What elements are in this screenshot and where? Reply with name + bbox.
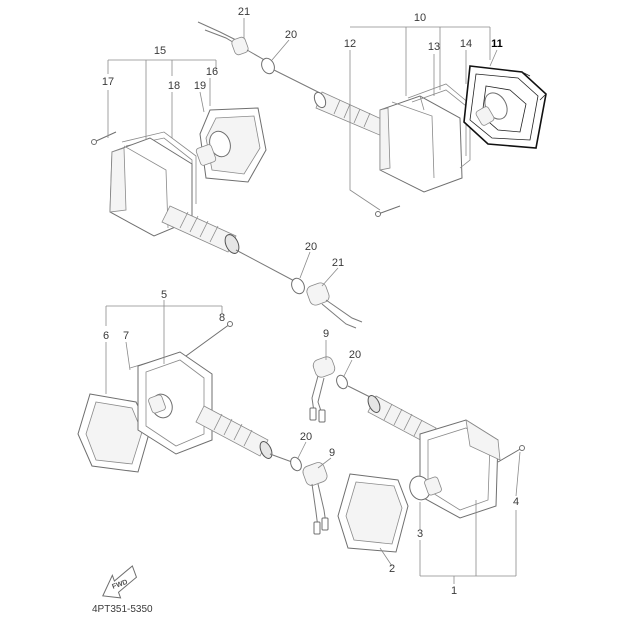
stem-bottom-left [195,405,273,459]
label-10: 10 [414,12,426,24]
bulb-bottom-left [148,393,173,419]
bulb-bottom-right [409,475,442,501]
housing-bottom-left [137,351,213,455]
label-21-left: 21 [332,257,344,269]
label-5: 5 [161,289,167,301]
housing-bottom-right [419,419,501,519]
label-6: 6 [103,330,109,342]
socket-9-top [309,356,336,423]
grommet-20-bottom-left [290,456,302,472]
label-20-left: 20 [305,241,317,253]
front-left-flasher-assembly [77,321,329,535]
forward-arrow-icon: FWD [102,565,138,599]
screw-12 [375,205,401,217]
label-4: 4 [513,496,519,508]
label-13: 13 [428,41,440,53]
label-20-top: 20 [285,29,297,41]
label-2: 2 [389,563,395,575]
grommet-20-top [261,57,275,75]
connector-21-left [306,282,363,329]
label-9-top: 9 [323,328,329,340]
lens-6 [77,393,151,473]
label-21-top: 21 [238,6,250,18]
label-9-bottom: 9 [329,447,335,459]
label-20-bottom-left: 20 [300,431,312,443]
housing-top-right [379,95,463,193]
label-11-highlighted: 11 [491,38,503,50]
label-7: 7 [123,330,129,342]
connector-21-top [197,21,269,63]
stem-top-left [161,205,240,254]
rear-right-flasher-assembly [197,21,547,217]
stem-top-right [313,91,389,137]
label-14: 14 [460,38,472,50]
grommet-20-left [291,277,305,295]
rear-left-flasher-assembly [91,107,363,329]
grommet-20-right [336,374,348,390]
label-17: 17 [102,76,114,88]
screw-4 [497,445,525,463]
front-right-flasher-assembly [309,356,525,553]
label-3: 3 [417,528,423,540]
bulb-top-right [475,92,508,126]
label-12: 12 [344,38,356,50]
part-labels: 21 20 10 12 13 14 11 15 16 17 18 19 20 2… [102,6,519,597]
screw-17 [91,131,117,145]
label-1: 1 [451,585,457,597]
lens-2 [337,473,409,553]
label-18: 18 [168,80,180,92]
label-19: 19 [194,80,206,92]
label-16: 16 [206,66,218,78]
label-15: 15 [154,45,166,57]
bulb-top-left [195,130,231,166]
socket-9-bottom [302,462,329,535]
screw-8 [185,321,233,357]
diagram-code: 4PT351-5350 [92,604,153,615]
lens-19 [199,107,267,183]
label-8: 8 [219,312,225,324]
label-20-right: 20 [349,349,361,361]
leader-lines [105,18,521,584]
